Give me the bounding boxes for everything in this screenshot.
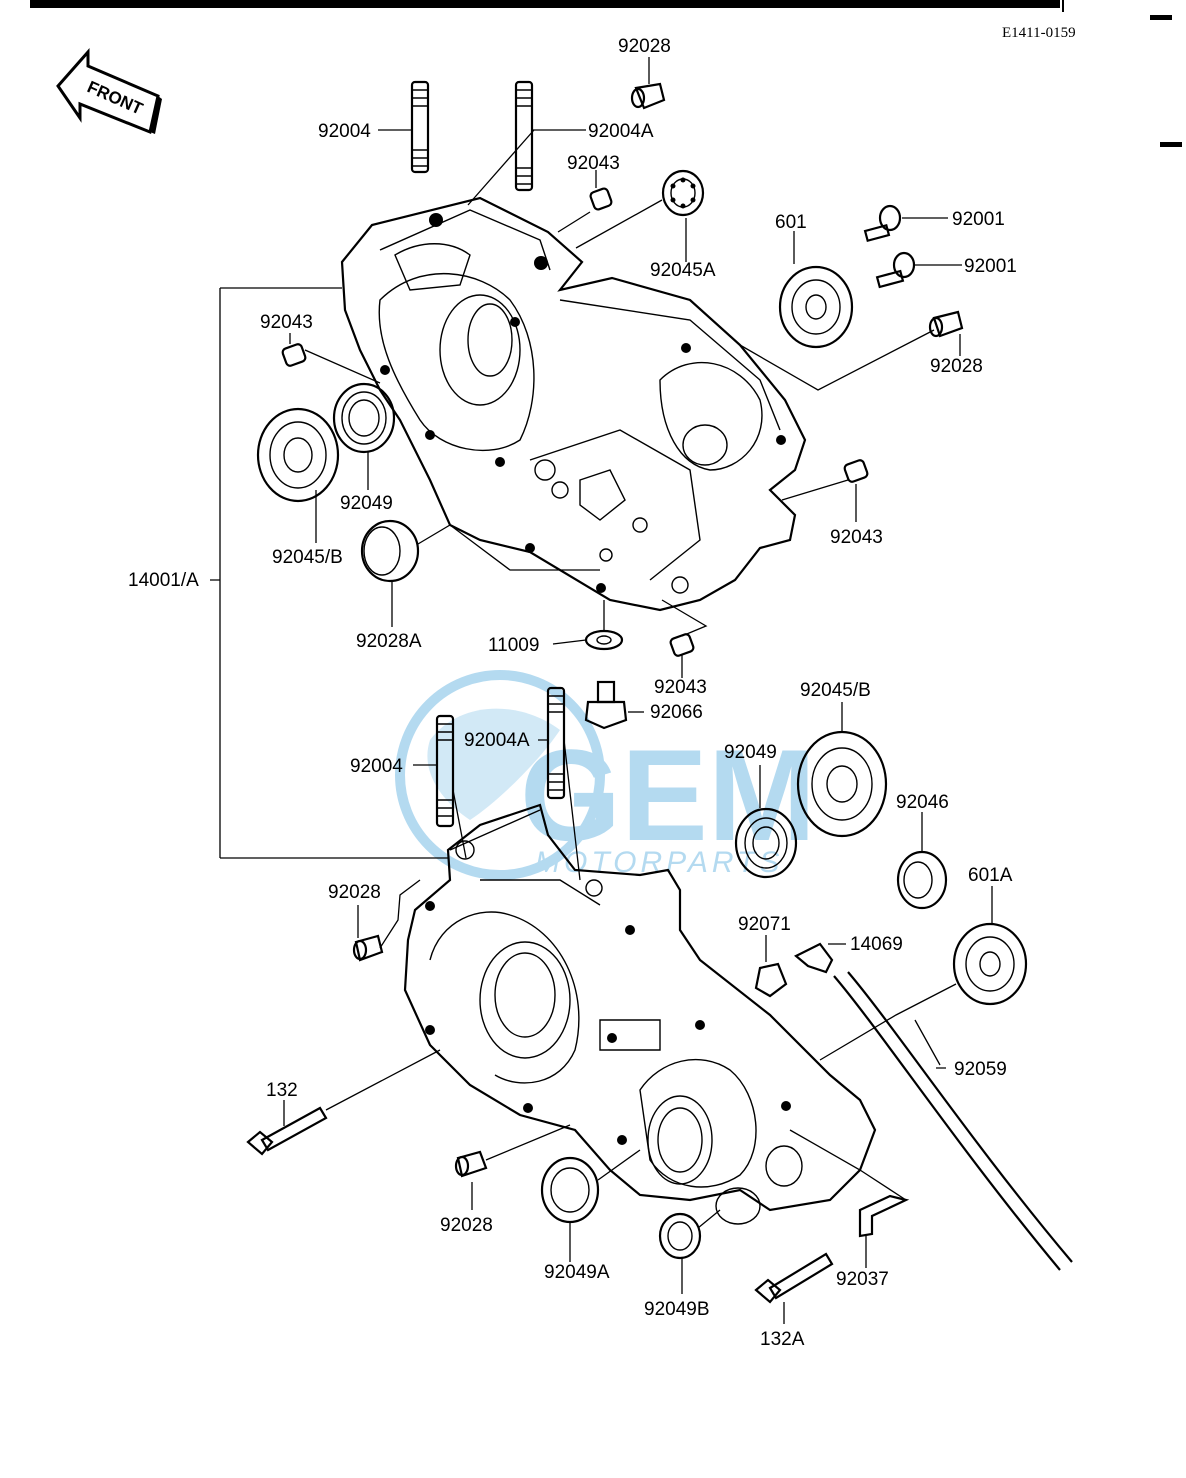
label-601A: 601A bbox=[968, 865, 1013, 886]
label-92043-mid: 92043 bbox=[654, 677, 707, 698]
label-92028-right: 92028 bbox=[930, 356, 983, 377]
dowel-92043-right bbox=[843, 459, 869, 483]
header-strip bbox=[30, 0, 1182, 147]
label-92004-upper: 92004 bbox=[318, 121, 371, 142]
upper-crankcase-half bbox=[340, 196, 807, 612]
bolt-132 bbox=[246, 1106, 328, 1156]
label-132: 132 bbox=[266, 1080, 298, 1101]
bolt-132A bbox=[754, 1252, 834, 1304]
dowel-92043-top bbox=[589, 187, 613, 211]
washer-11009 bbox=[584, 629, 624, 651]
label-92001-a: 92001 bbox=[952, 209, 1005, 230]
dowel-92028-top bbox=[630, 82, 666, 110]
label-92046: 92046 bbox=[896, 792, 949, 813]
label-92045A: 92045A bbox=[650, 260, 716, 281]
stud-92004A-upper bbox=[514, 80, 534, 192]
bushing-92028A bbox=[360, 519, 420, 583]
label-92049-upper: 92049 bbox=[340, 493, 393, 514]
stud-92004-upper bbox=[410, 80, 430, 174]
label-92028-top: 92028 bbox=[618, 36, 671, 57]
label-14069: 14069 bbox=[850, 934, 903, 955]
label-92049A: 92049A bbox=[544, 1262, 610, 1283]
lower-crankcase-half bbox=[403, 803, 877, 1225]
diagram-code: E1411-0159 bbox=[1002, 25, 1076, 41]
oil-seal-92049A bbox=[540, 1156, 600, 1224]
label-92004A-upper: 92004A bbox=[588, 121, 654, 142]
label-92071: 92071 bbox=[738, 914, 791, 935]
bearing-92045B-upper bbox=[256, 407, 340, 503]
label-11009: 11009 bbox=[488, 635, 539, 656]
label-92049B: 92049B bbox=[644, 1299, 710, 1320]
label-601: 601 bbox=[775, 212, 807, 233]
label-92037: 92037 bbox=[836, 1269, 889, 1290]
bearing-601A bbox=[952, 922, 1028, 1006]
dowel-92028-bottom bbox=[454, 1150, 488, 1178]
watermark-logo: GEM MOTORPARTS bbox=[395, 670, 816, 880]
clamp-92037 bbox=[858, 1194, 910, 1238]
hose-92059 bbox=[833, 971, 1073, 1271]
label-14001A: 14001/A bbox=[128, 570, 199, 591]
label-92059: 92059 bbox=[954, 1059, 1007, 1080]
label-92045B-upper: 92045/B bbox=[272, 547, 343, 568]
watermark-brand: GEM bbox=[520, 722, 816, 868]
leader-lines bbox=[210, 57, 993, 1324]
label-92028-bottom: 92028 bbox=[440, 1215, 493, 1236]
label-92043-left: 92043 bbox=[260, 312, 313, 333]
dowel-92028-left bbox=[352, 934, 384, 962]
label-132A: 132A bbox=[760, 1329, 805, 1350]
needle-bearing-92046 bbox=[896, 850, 948, 910]
label-92066: 92066 bbox=[650, 702, 703, 723]
watermark-sub: MOTORPARTS bbox=[535, 846, 783, 879]
label-92043-right: 92043 bbox=[830, 527, 883, 548]
label-92045B-lower: 92045/B bbox=[800, 680, 871, 701]
label-92049-lower: 92049 bbox=[724, 742, 777, 763]
oil-seal-92049B bbox=[658, 1212, 702, 1260]
front-arrow-icon: FRONT bbox=[56, 48, 162, 135]
oil-seal-92049-upper bbox=[332, 382, 396, 454]
part-labels: 92028 92004 92004A 92043 92045A 601 9200… bbox=[128, 36, 1017, 1350]
dowel-92043-mid bbox=[669, 633, 695, 657]
bolt-92001-b bbox=[875, 251, 916, 289]
label-92004A-lower: 92004A bbox=[464, 730, 530, 751]
stud-92004-lower bbox=[435, 714, 455, 828]
label-92001-b: 92001 bbox=[964, 256, 1017, 277]
elbow-14069 bbox=[794, 942, 834, 974]
bearing-92045A bbox=[661, 169, 705, 217]
label-92043-top: 92043 bbox=[567, 153, 620, 174]
bearing-601 bbox=[778, 265, 854, 349]
oil-seal-92049-lower bbox=[734, 807, 798, 879]
label-92028A: 92028A bbox=[356, 631, 422, 652]
dowel-92043-left bbox=[281, 343, 307, 367]
label-92004-lower: 92004 bbox=[350, 756, 403, 777]
bolt-92001-a bbox=[863, 204, 902, 243]
fitting-92071 bbox=[754, 962, 788, 998]
dowel-92028-right bbox=[928, 310, 964, 338]
label-92028-left: 92028 bbox=[328, 882, 381, 903]
drain-plug-92066 bbox=[584, 680, 628, 730]
